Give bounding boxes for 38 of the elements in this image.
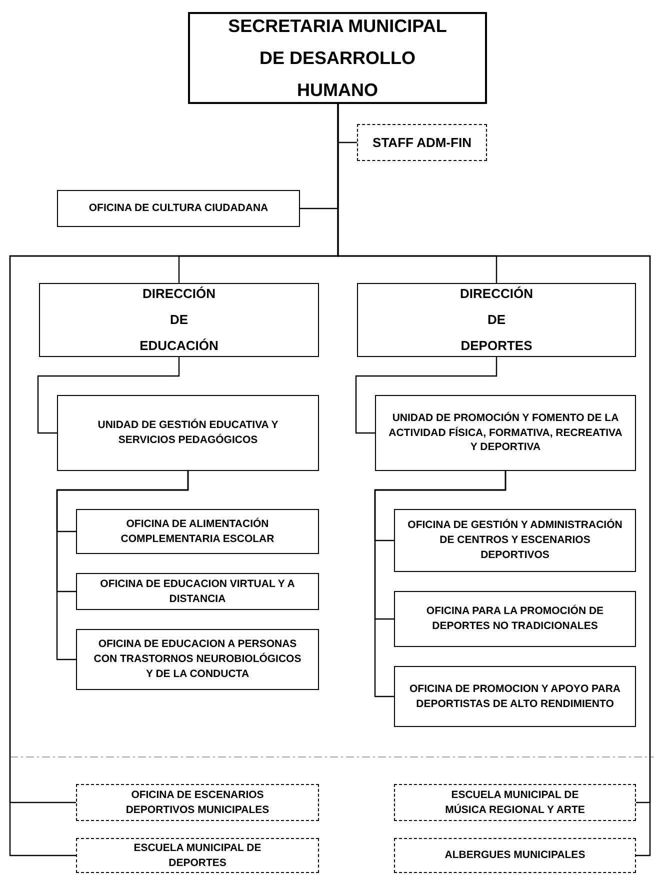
org-box <box>76 838 319 873</box>
org-box <box>76 784 319 821</box>
org-box <box>394 784 636 821</box>
unit-name: DIRECCIÓN DE EDUCACIÓN <box>138 285 220 355</box>
unit-name: OFICINA DE CULTURA CIUDADANA <box>88 201 268 216</box>
unit-name: STAFF ADM-FIN <box>372 134 472 152</box>
org-box <box>76 629 319 690</box>
unit-name: UNIDAD DE GESTIÓN EDUCATIVA Y SERVICIOS PEDAGÓGICOS <box>96 418 280 448</box>
unit-name: OFICINA DE PROMOCION Y APOYO PARA DEPORTISTAS DE ALTO RENDIMIENTO <box>408 682 622 712</box>
unit-name: OFICINA DE EDUCACION VIRTUAL Y A DISTANCIA <box>99 576 296 606</box>
org-box <box>394 509 636 572</box>
connector-line <box>37 357 180 434</box>
org-box <box>394 838 636 873</box>
org-box <box>375 395 636 471</box>
org-box <box>39 283 319 357</box>
unit-name: OFICINA DE ESCENARIOS DEPORTIVOS MUNICIPALES <box>125 788 270 818</box>
unit-name: SECRETARIA MUNICIPAL DE DESARROLLO HUMANO <box>227 15 448 102</box>
org-box <box>57 190 300 227</box>
unit-name: ALBERGUES MUNICIPALES <box>444 848 586 863</box>
unit-name: OFICINA PARA LA PROMOCIÓN DE DEPORTES NO TRADICIONALES <box>425 604 605 634</box>
connector-line <box>56 471 189 660</box>
org-box <box>394 591 636 647</box>
org-box <box>357 283 636 357</box>
unit-name: DIRECCIÓN DE DEPORTES <box>459 285 534 355</box>
unit-name: OFICINA DE EDUCACION A PERSONAS CON TRASTORNOS NEUROBIOLÓGICOS Y DE LA CONDUCTA <box>92 637 302 682</box>
org-box <box>357 124 487 161</box>
unit-name: OFICINA DE GESTIÓN Y ADMINISTRACIÓN DE CENTROS Y ESCENARIOS DEPORTIVOS <box>407 518 623 563</box>
unit-name: ESCUELA MUNICIPAL DE MÚSICA REGIONAL Y ARTE <box>444 788 586 818</box>
connector-line <box>374 471 506 698</box>
unit-name: UNIDAD DE PROMOCIÓN Y FOMENTO DE LA ACTIVIDAD FÍSICA, FORMATIVA, RECREATIVA Y DEPORTIVA <box>388 410 623 456</box>
org-box <box>394 666 636 727</box>
connector-line <box>355 357 498 434</box>
org-box <box>188 12 487 104</box>
unit-name: OFICINA DE ALIMENTACIÓN COMPLEMENTARIA ESCOLAR <box>120 516 276 546</box>
unit-name: ESCUELA MUNICIPAL DE DEPORTES <box>132 840 262 870</box>
org-box <box>76 509 319 554</box>
org-box <box>57 395 319 471</box>
org-box <box>76 573 319 610</box>
